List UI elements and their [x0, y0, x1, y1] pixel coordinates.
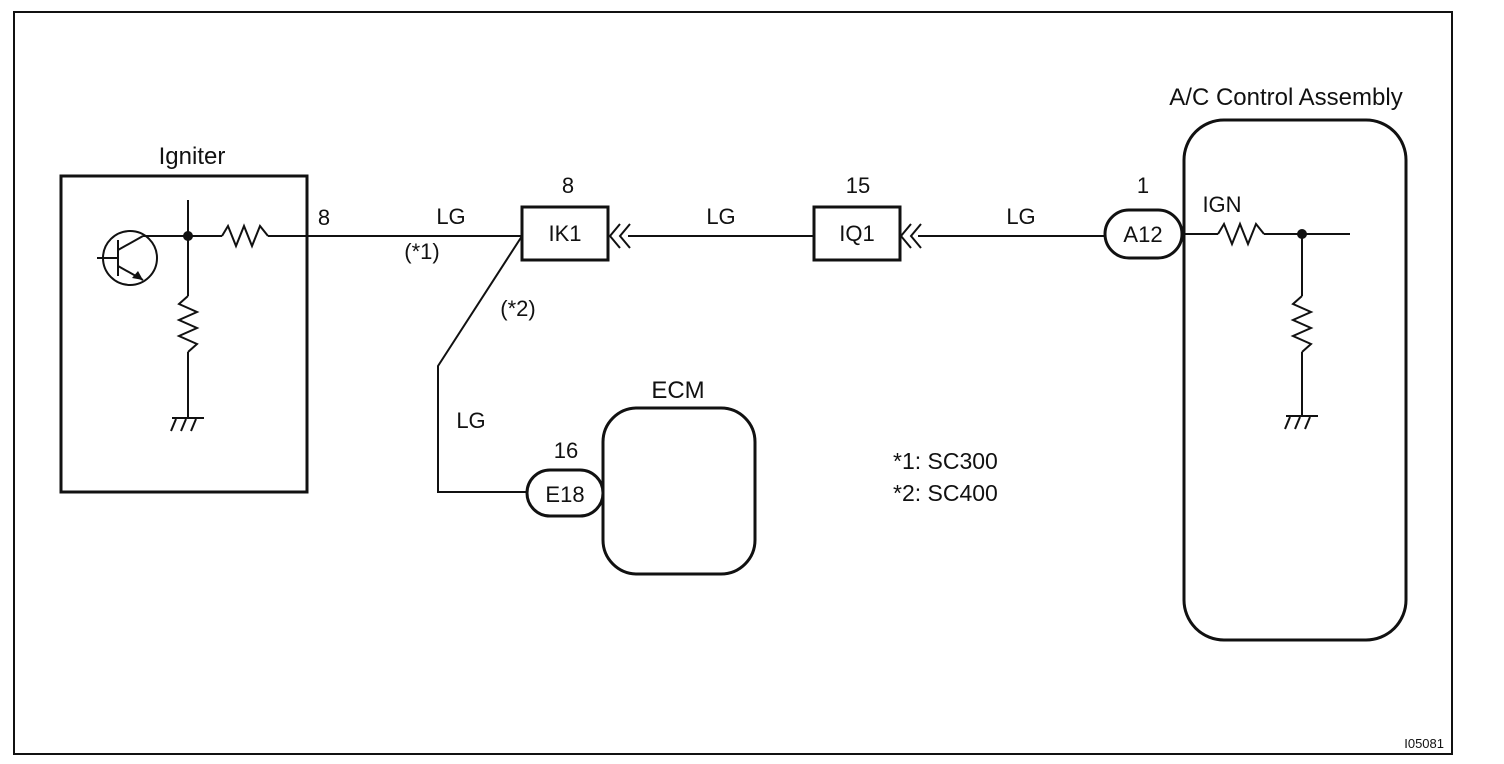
igniter-label: Igniter [159, 143, 226, 170]
ac-internal-wiring [1182, 221, 1350, 430]
connector-a12-pin: 1 [1137, 173, 1149, 198]
wire-branch-to-ecm [437, 235, 527, 493]
wire-label-iq1-a12: LG [1006, 204, 1035, 229]
igniter-pin-number: 8 [318, 205, 330, 230]
variant-mark-sc300: (*1) [404, 239, 439, 264]
note-sc300: *1: SC300 [893, 448, 998, 474]
wire-label-ik1-iq1: LG [706, 204, 735, 229]
igniter-transistor [97, 230, 158, 286]
igniter-box [59, 174, 309, 494]
variant-mark-sc400: (*2) [500, 296, 535, 321]
connector-iq1-mating-chevron [899, 223, 922, 249]
connector-ik1 [520, 205, 610, 262]
wire-label-branch-ecm: LG [456, 408, 485, 433]
connector-e18-pin: 16 [554, 438, 578, 463]
igniter-internal-wiring [143, 200, 307, 432]
diagram-frame [13, 11, 1453, 755]
ac-control-label: A/C Control Assembly [1169, 84, 1402, 111]
ac-terminal-ign: IGN [1202, 192, 1241, 217]
connector-ik1-label: IK1 [548, 221, 581, 246]
connector-a12-label: A12 [1123, 222, 1162, 247]
connector-e18-label: E18 [545, 482, 584, 507]
note-sc400: *2: SC400 [893, 480, 998, 506]
connector-iq1-pin: 15 [846, 173, 870, 198]
connector-e18 [525, 468, 605, 518]
connector-ik1-pin: 8 [562, 173, 574, 198]
connector-iq1 [812, 205, 902, 262]
wire-label-igniter-ik1: LG [436, 204, 465, 229]
ecm-label: ECM [651, 377, 704, 404]
connector-iq1-label: IQ1 [839, 221, 874, 246]
connector-ik1-mating-chevron [608, 223, 631, 249]
ac-control-box [1182, 118, 1408, 642]
figure-id: I05081 [1404, 736, 1444, 751]
ecm-box [601, 406, 757, 576]
